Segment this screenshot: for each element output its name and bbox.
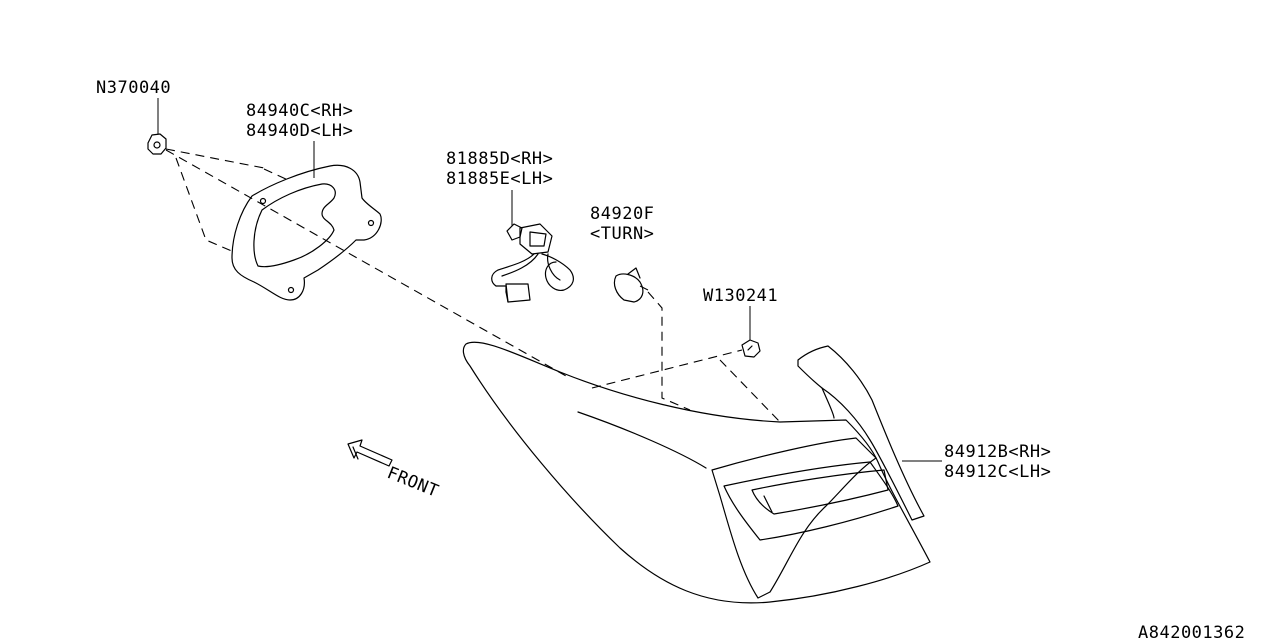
- assembly-lines: [165, 148, 781, 423]
- nut-part: [741, 339, 761, 358]
- bulb-part: [613, 267, 649, 303]
- label-bulb: 84920F: [590, 204, 654, 224]
- label-bulb-note: <TURN>: [590, 224, 654, 244]
- diagram-id: A842001362: [1138, 623, 1245, 640]
- socket-harness-part: [491, 223, 574, 303]
- tail-lamp-part: [462, 341, 931, 604]
- label-lamp-rh: 84912B<RH>: [944, 442, 1051, 462]
- front-arrow-icon: [347, 439, 393, 467]
- grommet-part: [147, 133, 167, 155]
- label-socket-lh: 81885E<LH>: [446, 169, 553, 189]
- gasket-part: [231, 164, 382, 301]
- label-gasket-lh: 84940D<LH>: [246, 121, 353, 141]
- label-socket-rh: 81885D<RH>: [446, 149, 553, 169]
- label-nut: W130241: [703, 286, 778, 306]
- front-label: FRONT: [384, 463, 441, 502]
- label-lamp-lh: 84912C<LH>: [944, 462, 1051, 482]
- leader-lines: [157, 98, 942, 462]
- label-gasket-rh: 84940C<RH>: [246, 101, 353, 121]
- label-grommet: N370040: [96, 78, 171, 98]
